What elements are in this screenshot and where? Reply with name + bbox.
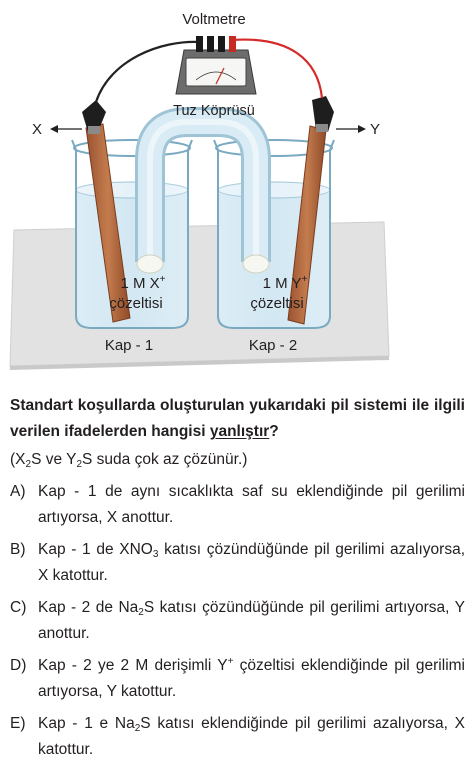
wire-red — [231, 38, 324, 99]
wire-black — [94, 40, 201, 103]
option-letter: D) — [10, 657, 27, 674]
emphasis-word: yanlıştır — [209, 423, 270, 440]
galvanic-cell-figure: Voltmetre Tuz Köprüsü X Y 1 M X+ çözelti… — [9, 11, 390, 370]
option-letter: A) — [10, 483, 26, 500]
option-letter: B) — [10, 541, 26, 558]
cotton-plug-left — [136, 254, 164, 274]
option-b[interactable]: B) Kap - 1 de XNO3 katısı çözündüğünde p… — [10, 537, 465, 589]
platform — [9, 221, 390, 370]
option-a[interactable]: A) Kap - 1 de aynı sıcaklıkta saf su ekl… — [10, 479, 465, 531]
question-stem: Standart koşullarda oluşturulan yukarıda… — [10, 397, 465, 440]
option-text: Kap - 1 de aynı sıcaklıkta saf su eklend… — [38, 483, 465, 526]
option-text: Kap - 1 e Na2S katısı eklendiğinde pil g… — [38, 715, 465, 758]
cotton-plug-right — [242, 254, 270, 274]
option-text: Kap - 2 de Na2S katısı çözündüğünde pil … — [38, 599, 465, 642]
voltmeter-label: Voltmetre — [182, 11, 245, 28]
option-e[interactable]: E) Kap - 1 e Na2S katısı eklendiğinde pi… — [10, 711, 465, 763]
electrode-x-label: X — [32, 121, 42, 138]
clip-right — [312, 96, 334, 132]
arrow-x — [50, 125, 82, 133]
salt-bridge-label: Tuz Köprüsü — [173, 103, 255, 119]
salt-bridge — [135, 107, 271, 274]
option-letter: C) — [10, 599, 27, 616]
beaker1-label: Kap - 1 — [105, 337, 153, 354]
beaker2-solution-label-2: çözeltisi — [250, 295, 303, 312]
beaker2-solution-label: 1 M Y+ — [263, 274, 308, 292]
clip-left — [82, 100, 106, 134]
question-block: Standart koşullarda oluşturulan yukarıda… — [10, 393, 465, 763]
arrow-y — [336, 125, 366, 133]
beaker1-solution-label: 1 M X+ — [120, 274, 165, 292]
question-note: (X2S ve Y2S suda çok az çözünür.) — [10, 451, 248, 470]
option-d[interactable]: D) Kap - 2 ye 2 M derişimli Y+ çözeltisi… — [10, 653, 465, 705]
beaker2-label: Kap - 2 — [249, 337, 297, 354]
option-c[interactable]: C) Kap - 2 de Na2S katısı çözündüğünde p… — [10, 595, 465, 647]
electrode-y-label: Y — [370, 121, 380, 138]
option-text: Kap - 2 ye 2 M derişimli Y+ çözeltisi ek… — [38, 655, 465, 700]
beaker1-solution-label-2: çözeltisi — [109, 295, 162, 312]
option-letter: E) — [10, 715, 26, 732]
voltmeter — [175, 36, 257, 95]
option-text: Kap - 1 de XNO3 katısı çözündüğünde pil … — [38, 541, 465, 584]
